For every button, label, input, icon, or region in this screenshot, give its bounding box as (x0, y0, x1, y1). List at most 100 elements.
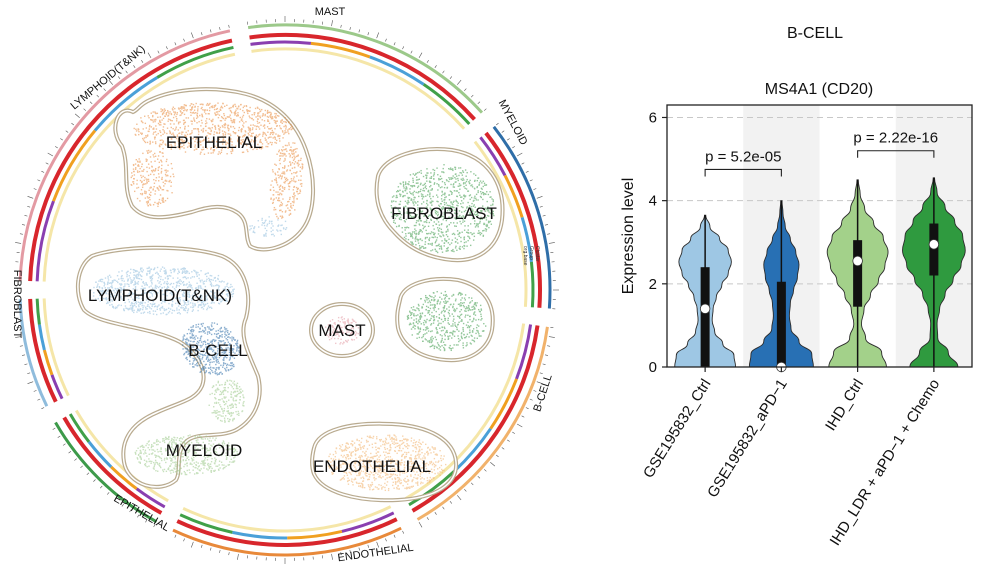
ring-track-group (68, 413, 91, 443)
ring-tick (496, 454, 499, 458)
ring-tick (210, 29, 212, 33)
ring-tick (516, 152, 523, 157)
ring-label-myeloid: MYELOID (496, 98, 530, 147)
ring-tick (442, 70, 445, 74)
ring-tick (496, 122, 499, 126)
ring-tick (402, 530, 405, 534)
ring-tick (548, 336, 555, 338)
epithelial-points (269, 142, 304, 219)
ring-tick (376, 541, 379, 548)
ring-tick (464, 88, 467, 92)
ring-tick (512, 431, 515, 434)
x-tick-label: GSE195832_Ctrl (640, 376, 715, 481)
ring-tick (501, 447, 505, 450)
ring-track-org (74, 409, 169, 503)
ring-tick (470, 94, 474, 98)
ring-tick (228, 24, 230, 28)
ring-track-org (42, 298, 70, 397)
ring-tick (525, 170, 529, 173)
endothelial-points (327, 434, 447, 492)
ring-tick (74, 113, 80, 118)
ring-tick (86, 472, 90, 476)
epithelial-points (130, 149, 175, 208)
ring-tick (117, 76, 121, 79)
chart-super-title: B-CELL (787, 25, 843, 42)
ring-tick (219, 549, 221, 554)
ring-tick (426, 517, 429, 520)
ring-tick (533, 188, 537, 190)
ring-track-group (369, 55, 425, 86)
ring-tick (21, 354, 26, 356)
ring-legend-org-base: org.base (522, 246, 528, 266)
ring-tick (477, 475, 481, 479)
mast-points (324, 316, 361, 345)
cluster-label-epithelial: EPITHELIAL (166, 133, 262, 152)
ring-track-red (249, 33, 476, 121)
ring-tick (83, 108, 87, 111)
epithelial-points (133, 102, 294, 155)
chart-title: MS4A1 (CD20) (765, 81, 873, 98)
ring-tick (376, 32, 379, 39)
cluster-label-myeloid: MYELOID (166, 441, 243, 460)
ring-tick (470, 482, 474, 486)
ring-track-cluster (18, 299, 49, 407)
ring-legend: Cluster Group org.base (522, 246, 540, 266)
ring-tick (367, 544, 370, 548)
ring-tick (457, 495, 462, 501)
ring-tick (516, 423, 523, 428)
ring-tick (349, 549, 351, 554)
epithelial-bridge-points (249, 216, 288, 237)
ring-track-cluster (247, 23, 484, 114)
ring-tick (418, 52, 423, 59)
ring-tick (80, 465, 83, 469)
ring-track-cluster (18, 29, 231, 281)
ring-track-cluster (492, 125, 552, 309)
ring-tick (27, 196, 34, 199)
ring-label-fibroblast: FIBROBLAST (11, 270, 23, 339)
myeloid-points (134, 434, 239, 476)
ring-tick (529, 398, 533, 401)
ring-tick (27, 372, 31, 375)
ring-tick (331, 20, 333, 27)
ring-tick (539, 372, 543, 375)
ring-tick (27, 381, 34, 384)
ring-tick (33, 390, 37, 392)
ring-track-group (35, 200, 55, 282)
ring-tick (21, 224, 26, 226)
ring-tick (157, 50, 160, 54)
ring-tick (349, 26, 351, 31)
ring-tick (533, 390, 537, 392)
fibroblast-outline-bottom-inner (396, 278, 494, 361)
cluster-label-lymphoid: LYMPHOID(T&NK) (88, 286, 232, 305)
ring-tick (96, 94, 100, 98)
ring-track-group (35, 298, 41, 325)
ring-tick (27, 205, 31, 208)
ring-tick (385, 538, 387, 542)
myeloid-points (208, 379, 245, 423)
p-value-label: p = 2.22e-16 (853, 130, 938, 147)
ring-tick (521, 415, 525, 418)
epithelial-outline-inner (114, 88, 314, 251)
cluster-outlines (75, 87, 505, 503)
ring-track-group (341, 511, 395, 533)
p-value-label: p = 5.2e-05 (705, 148, 781, 165)
ring-track-group (37, 324, 46, 351)
ring-tick (108, 79, 113, 85)
ring-track-red (484, 131, 542, 308)
ring-tick (521, 162, 525, 165)
ring-track-org (42, 52, 236, 282)
ring-tick (52, 427, 56, 430)
ring-track-group (310, 41, 371, 59)
ring-tick (483, 469, 487, 472)
ring-track-group (515, 324, 533, 380)
ring-tick (483, 108, 487, 111)
ring-tick (434, 65, 437, 68)
ring-tick (174, 42, 177, 46)
ring-track-group (93, 76, 159, 132)
ring-legend-cluster: Cluster (534, 246, 540, 262)
ring-tick (37, 179, 41, 182)
ring-tick (145, 519, 148, 523)
ring-tick (539, 205, 543, 208)
